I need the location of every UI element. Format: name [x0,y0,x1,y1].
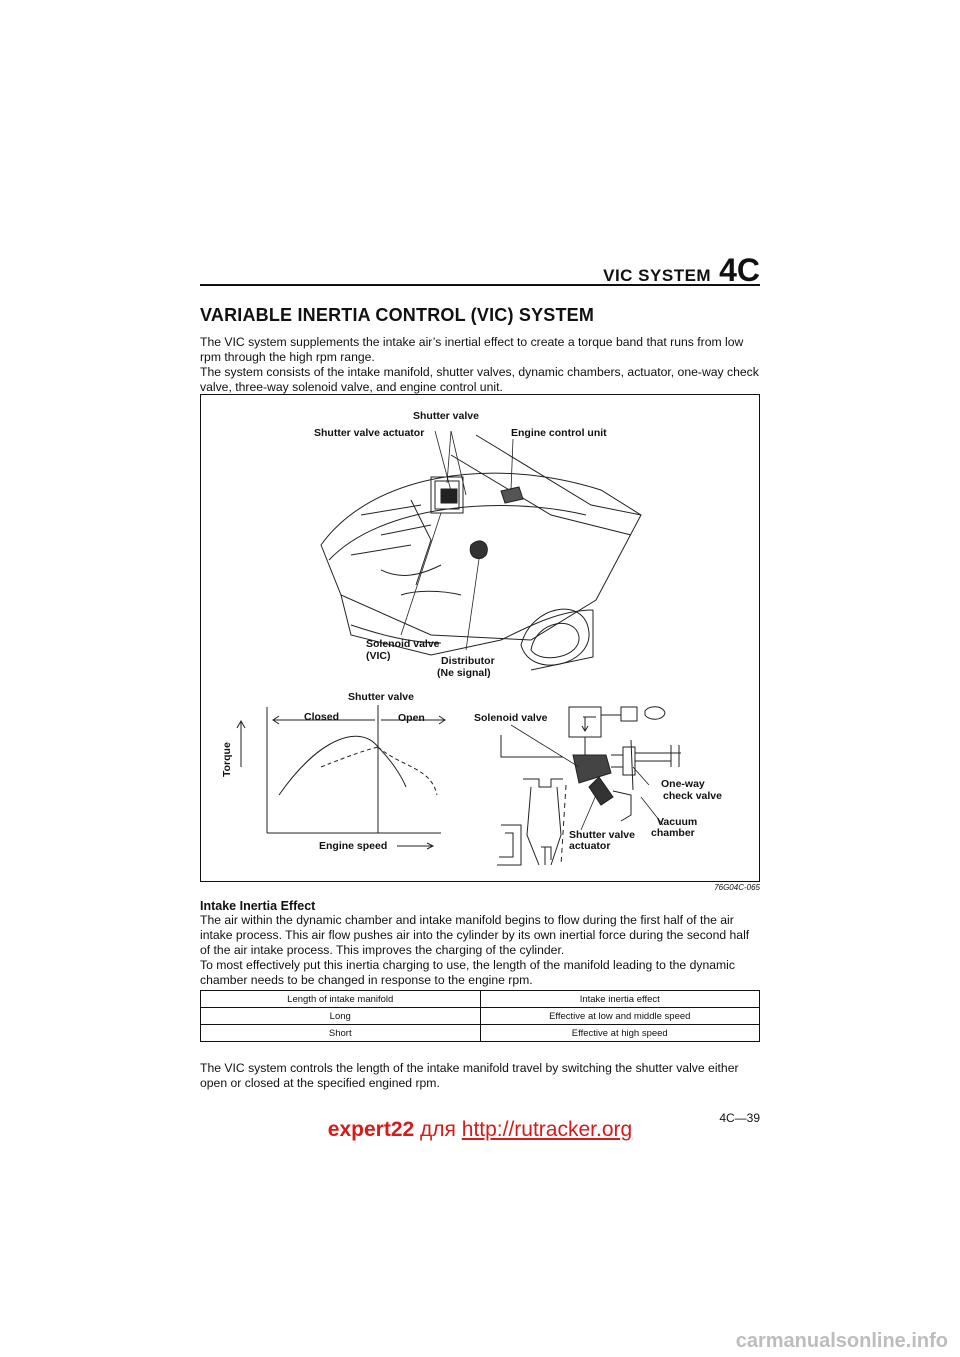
page-title: VARIABLE INERTIA CONTROL (VIC) SYSTEM [200,305,595,325]
graph-y-axis-label: Torque [221,742,233,777]
schematic-label-check-valve: check valve [663,790,722,802]
inertia-table: Length of intake manifold Intake inertia… [200,990,760,1042]
label-engine-control-unit: Engine control unit [511,427,607,439]
vic-schematic [497,706,681,866]
table-cell: Long [200,1007,481,1025]
schematic-label-actuator: actuator [569,840,611,852]
site-watermark: carmanualsonline.info [735,1330,948,1352]
graph-x-axis-label: Engine speed [319,840,388,852]
label-solenoid-valve: Solenoid valve [366,638,440,650]
schematic-label-vacuum: Vacuum [657,816,698,828]
figure-code: 76G04C-065 [714,883,760,892]
watermark-url-link[interactable]: http://rutracker.org [461,1118,633,1141]
label-solenoid-valve-vic: (VIC) [366,650,391,662]
table-cell: Short [200,1024,481,1042]
label-distributor-signal: (Ne signal) [437,667,491,679]
engine-bay-illustration [320,434,642,671]
intro-paragraph: The VIC system supplements the intake ai… [200,335,759,394]
section-header: VIC SYSTEM 4C [603,252,760,289]
watermark-word: для [420,1118,456,1141]
table-header-cell: Length of intake manifold [200,990,481,1008]
label-distributor: Distributor [441,655,495,667]
figure-drawing [236,430,681,866]
watermark-name: expert22 [327,1118,415,1141]
body-paragraph: The air within the dynamic chamber and i… [200,913,750,987]
schematic-label-chamber: chamber [651,827,695,839]
section-code: 4C [719,252,760,288]
label-shutter-valve: Shutter valve [413,410,479,422]
torque-graph [236,705,446,850]
table-cell: Effective at high speed [479,1024,760,1042]
table-row: Long Effective at low and middle speed [200,1007,760,1025]
figure: Shutter valve Shutter valve actuator Eng… [200,394,760,882]
page-number: 4C—39 [719,1111,760,1125]
table-header-cell: Intake inertia effect [479,990,760,1008]
closing-paragraph: The VIC system controls the length of th… [200,1061,739,1090]
schematic-label-solenoid-valve: Solenoid valve [474,712,548,724]
header-rule [200,284,760,286]
schematic-label-one-way: One-way [661,778,705,790]
graph-label-closed: Closed [304,711,340,723]
table-row: Short Effective at high speed [200,1024,760,1042]
watermark-line: expert22 для http://rutracker.org [0,1118,960,1142]
label-shutter-valve-actuator: Shutter valve actuator [314,427,425,439]
schematic-label-shutter-valve: Shutter valve [569,829,635,841]
section-subheading: Intake Inertia Effect [200,899,316,913]
graph-label-open: Open [398,712,425,724]
graph-title: Shutter valve [348,691,414,703]
table-cell: Effective at low and middle speed [479,1007,760,1025]
section-title: VIC SYSTEM [603,266,712,285]
table-header-row: Length of intake manifold Intake inertia… [200,990,760,1008]
